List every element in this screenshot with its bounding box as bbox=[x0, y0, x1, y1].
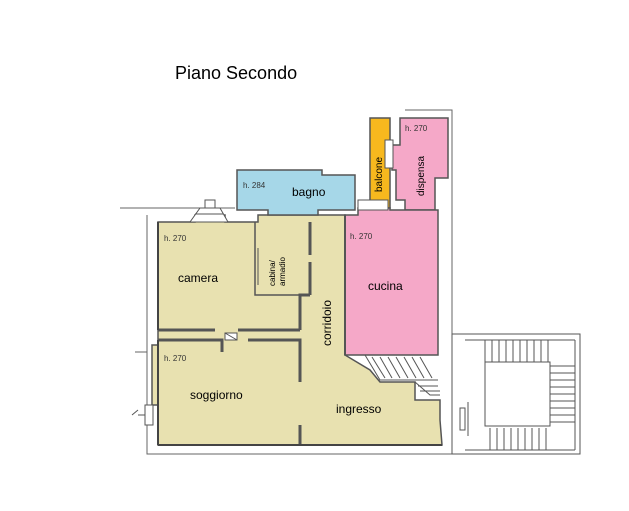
cucina-label: cucina bbox=[368, 279, 403, 293]
bagno-height: h. 284 bbox=[243, 181, 266, 190]
stair-block bbox=[451, 333, 581, 455]
ingresso-label: ingresso bbox=[336, 402, 382, 416]
camera-height: h. 270 bbox=[164, 234, 187, 243]
soggiorno-height: h. 270 bbox=[164, 354, 187, 363]
balcone-label: balcone bbox=[374, 157, 385, 192]
cucina-height: h. 270 bbox=[350, 232, 373, 241]
camera-label: camera bbox=[178, 271, 218, 285]
room-bagno-fill bbox=[236, 169, 356, 216]
dispensa-label: dispensa bbox=[416, 156, 427, 196]
page-title: Piano Secondo bbox=[175, 63, 297, 83]
bagno-label: bagno bbox=[292, 185, 326, 199]
corridoio-label: corridoio bbox=[320, 300, 334, 346]
stair-treads-top bbox=[484, 340, 549, 362]
outer-walls bbox=[157, 222, 442, 446]
room-cucina-fill bbox=[344, 207, 439, 356]
stair-treads-bottom bbox=[489, 428, 547, 450]
stair-treads-right bbox=[550, 365, 575, 423]
soggiorno-label: soggiorno bbox=[190, 388, 243, 402]
window-details bbox=[131, 139, 469, 436]
interior-walls bbox=[158, 215, 346, 445]
internal-stair bbox=[364, 354, 440, 396]
dispensa-height: h. 270 bbox=[405, 124, 428, 133]
armadio-label-1: cabina/ bbox=[268, 259, 277, 286]
armadio-label-2: armadio bbox=[278, 257, 287, 286]
